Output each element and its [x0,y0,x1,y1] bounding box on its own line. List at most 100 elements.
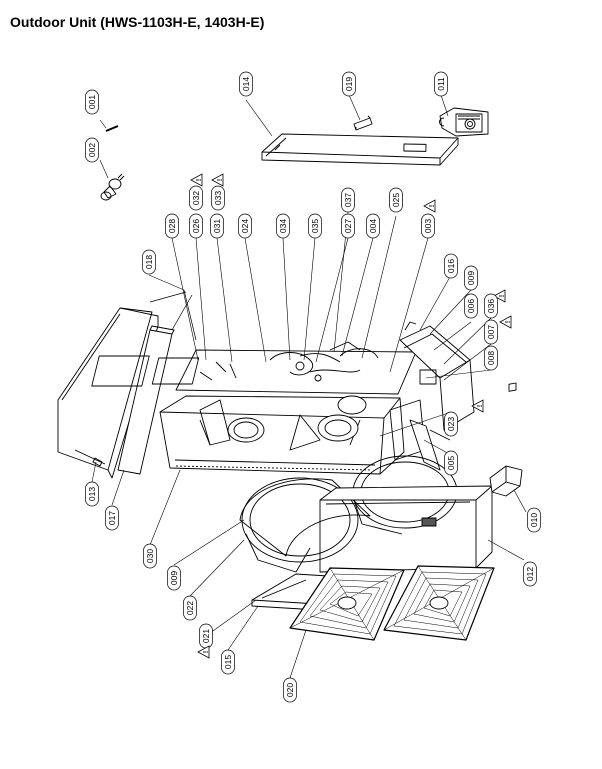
callout-label: 008 [486,351,496,365]
callout-box [342,71,356,97]
screw-001-drawing [105,125,119,132]
callout-label: 003 [423,219,433,233]
callout-p014: 014 [239,71,253,97]
callout-label: 007 [486,325,496,339]
part-019-drawing [353,115,373,131]
bracket-010-drawing [489,382,523,497]
callout-label: 027 [343,219,353,233]
callout-box [276,213,290,239]
callout-label: 026 [191,219,201,233]
callout-p002: 002 [85,137,99,163]
callout-p034: 034 [276,213,290,239]
callout-box [238,213,252,239]
page-title: Outdoor Unit (HWS-1103H-E, 1403H-E) [10,14,265,30]
callout-label: 015 [223,655,233,669]
callout-box [444,450,458,476]
callout-p025: 025 [389,187,403,213]
callout-p016: 016 [444,253,458,279]
svg-text:!: ! [429,205,436,207]
callout-box [189,213,203,239]
side-panel-013-drawing [57,307,159,479]
callout-label: 037 [343,193,353,207]
rods-018-drawing [149,289,197,341]
callout-label: 006 [466,299,476,313]
front-panel-012-drawing [319,485,493,573]
callout-box [183,595,197,621]
fan-guard-020-drawing [289,565,495,641]
callout-p017: 017 [105,505,119,531]
callout-p006: 006 [464,293,478,319]
callout-label: 030 [145,549,155,563]
callout-label: 031 [212,219,222,233]
callout-box [389,187,403,213]
callout-p024: 024 [238,213,252,239]
callout-box [211,185,225,211]
callout-label: 010 [529,513,539,527]
callout-p035: 035 [308,213,322,239]
callout-box [523,561,537,587]
callout-box [221,649,235,675]
callout-label: 012 [525,567,535,581]
svg-text:!: ! [217,179,224,181]
callout-box [85,481,99,507]
separator-017-drawing [117,325,175,475]
part-illustrations [57,107,523,641]
callout-label: 024 [240,219,250,233]
callout-label: 033 [213,191,223,205]
callout-box [143,543,157,569]
callout-label: 019 [344,77,354,91]
callout-p021: 021 [199,623,213,649]
callout-label: 035 [310,219,320,233]
svg-text:!: ! [505,321,512,323]
callout-label: 005 [446,456,456,470]
callout-box [283,677,297,703]
callout-box [341,213,355,239]
callout-box [85,137,99,163]
svg-text:!: ! [477,405,484,407]
callout-label: 009 [169,571,179,585]
callout-label: 034 [278,219,288,233]
callout-p028: 028 [165,213,179,239]
callout-box [484,319,498,345]
warning-icon: ! [211,173,224,187]
callout-box [464,293,478,319]
callout-label: 014 [241,77,251,91]
svg-text:!: ! [499,295,506,297]
callout-label: 002 [87,143,97,157]
callout-box [189,185,203,211]
callout-p013: 013 [85,481,99,507]
callout-box [484,293,498,319]
callout-box [527,507,541,533]
callout-label: 016 [446,259,456,273]
callout-label: 001 [87,95,97,109]
callout-p012: 012 [523,561,537,587]
callout-box [444,411,458,437]
leader-lines [91,94,527,679]
top-plate-014-drawing [261,133,459,166]
callout-p023: 023 [444,411,458,437]
callout-p005: 005 [444,450,458,476]
callout-p020: 020 [283,677,297,703]
right-panel-drawing [399,321,475,471]
callout-p032: 032 [189,185,203,211]
callout-box [239,71,253,97]
warning-icon: ! [190,173,203,187]
callout-box [167,565,181,591]
warning-icon: ! [197,645,210,659]
callout-p026: 026 [189,213,203,239]
callout-label: 004 [368,219,378,233]
callout-label: 032 [191,191,201,205]
callout-box [165,213,179,239]
callout-label: 028 [167,219,177,233]
callout-box [444,253,458,279]
warning-icon: ! [471,399,484,413]
callout-label: 011 [436,77,446,91]
callout-p018: 018 [142,249,156,275]
callout-box [484,345,498,371]
callout-box [464,265,478,291]
callout-box [308,213,322,239]
callout-label: 018 [144,255,154,269]
callout-p027: 027 [341,213,355,239]
svg-text:!: ! [203,651,210,653]
